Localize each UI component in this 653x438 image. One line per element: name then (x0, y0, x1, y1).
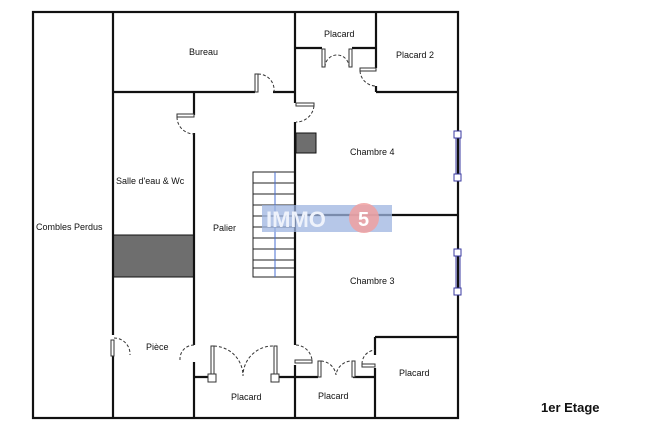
room-label-chambre3: Chambre 3 (350, 276, 395, 286)
room-label-placard-bl: Placard (231, 392, 262, 402)
watermark-text: IMMO (266, 207, 326, 232)
room-label-placard-br: Placard (399, 368, 430, 378)
watermark-circle (349, 203, 379, 233)
room-label-palier: Palier (213, 223, 236, 233)
room-label-salle-eau: Salle d'eau & Wc (116, 176, 185, 186)
doors (110, 48, 377, 383)
room-label-piece: Pièce (146, 342, 169, 352)
walls (31, 10, 460, 420)
room-label-chambre4: Chambre 4 (350, 147, 395, 157)
room-label-placard2: Placard 2 (396, 50, 434, 60)
room-label-placard-bm: Placard (318, 391, 349, 401)
room-label-combles: Combles Perdus (36, 222, 103, 232)
chimney-block (295, 132, 317, 154)
windows (453, 130, 462, 296)
watermark-logo: IMMO 5 (262, 203, 392, 233)
floor-title: 1er Etage (541, 400, 600, 415)
room-label-bureau: Bureau (189, 47, 218, 57)
shower-block (112, 234, 195, 278)
room-label-placard-top: Placard (324, 29, 355, 39)
watermark-number: 5 (358, 209, 369, 231)
